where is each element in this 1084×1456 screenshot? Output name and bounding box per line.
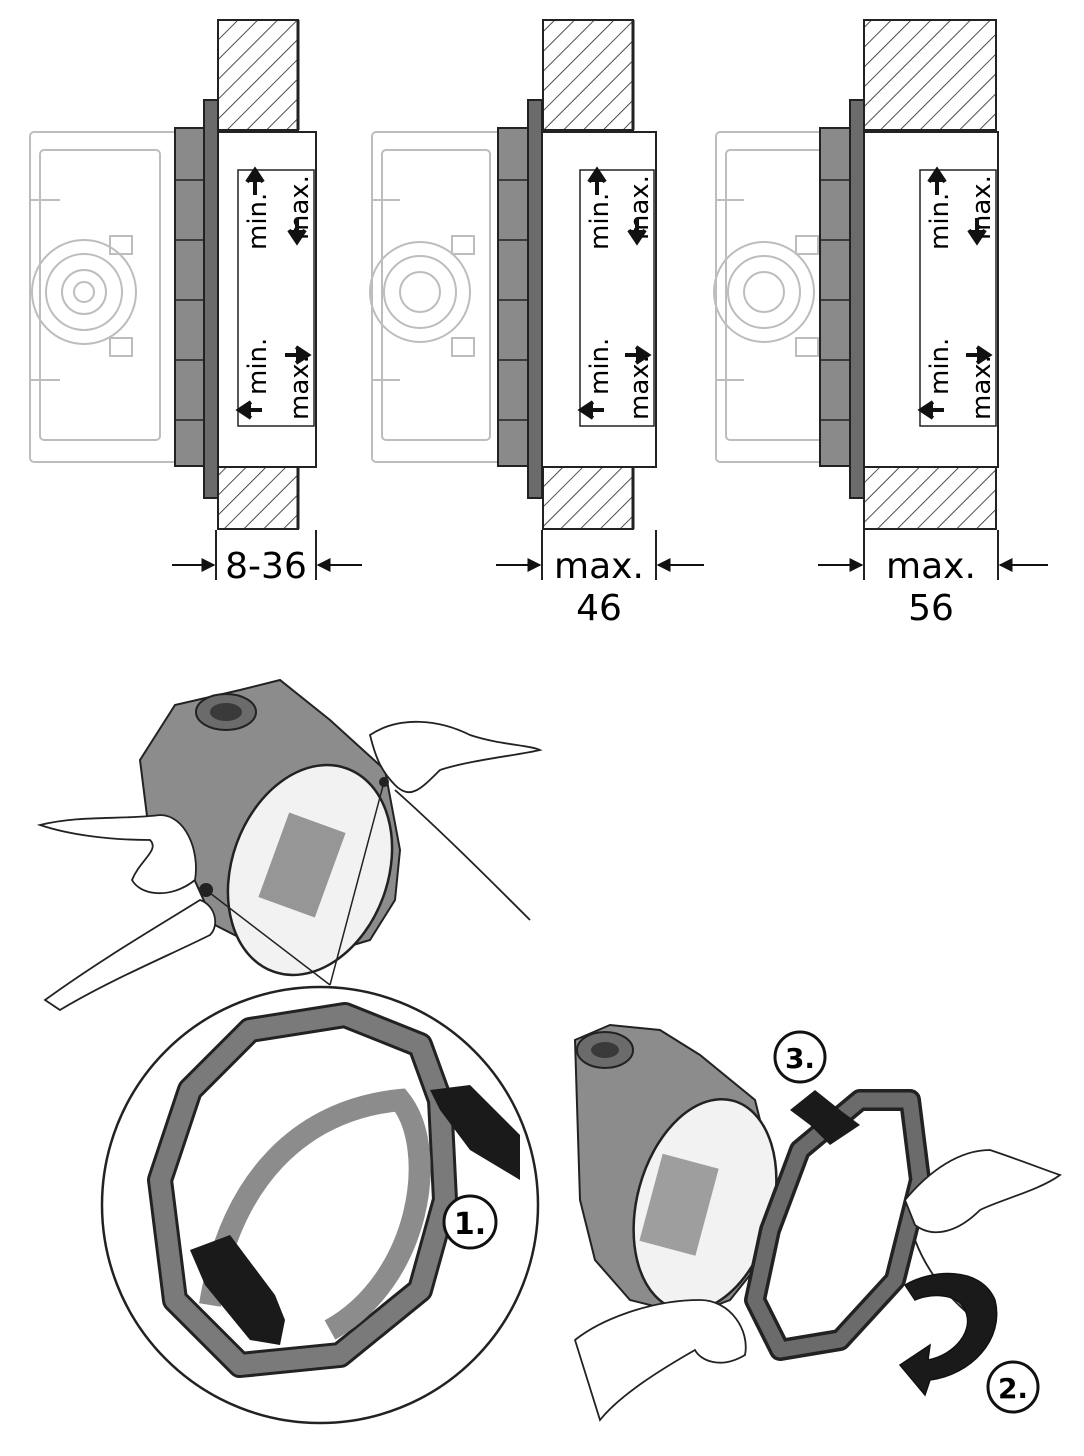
- arrow-left-icon: [917, 400, 944, 420]
- flange-ring: [849, 99, 865, 499]
- flange-ring: [527, 99, 543, 499]
- rotate-arrow-icon: [898, 1272, 998, 1397]
- left-hand: [36, 814, 197, 895]
- label-lower-right: max.: [967, 355, 997, 420]
- label-upper-left: min.: [585, 193, 615, 250]
- label-lower-right: max.: [625, 355, 655, 420]
- step-1-label: 1.: [454, 1207, 486, 1242]
- step-1-badge: [442, 1194, 498, 1250]
- ring-inner-band: [199, 1088, 431, 1340]
- hands-holding-valve-box: [36, 678, 543, 1012]
- wall-hatch-top: [542, 19, 634, 131]
- step-3-label: 3.: [785, 1042, 815, 1075]
- wall-hatch-top: [217, 19, 299, 131]
- arrow-down-icon: [287, 218, 307, 246]
- arrow-right-icon: [625, 345, 652, 365]
- wall-hatch-bottom: [217, 466, 299, 530]
- panel-wall-8-36: min. max. min. max. 8-36: [29, 19, 362, 587]
- label-card: [237, 169, 315, 427]
- right-hand: [903, 1149, 1062, 1234]
- wall-hatch-top: [863, 19, 997, 131]
- wall-hatch-bottom: [542, 466, 634, 530]
- arrow-right-icon: [966, 345, 993, 365]
- arrow-right-icon: [285, 345, 312, 365]
- push-arrow-icon: [190, 1235, 285, 1345]
- label-card: [919, 169, 997, 427]
- arrow-left-icon: [577, 400, 604, 420]
- valve-housing: [29, 131, 179, 463]
- label-upper-right: max.: [625, 175, 655, 240]
- dimension-value: 56: [908, 588, 954, 629]
- mounting-plate: [174, 127, 206, 467]
- arrow-left-icon: [235, 400, 262, 420]
- wall-hatch-bottom: [863, 466, 997, 530]
- label-upper-right: max.: [967, 175, 997, 240]
- detail-zoom-circle: 1.: [100, 985, 540, 1425]
- sticker-label: [639, 1153, 719, 1256]
- dimension-label: max.: [554, 546, 644, 587]
- label-lower-left: min.: [243, 338, 273, 395]
- step-2-label: 2.: [998, 1372, 1028, 1405]
- mounting-plate: [819, 127, 851, 467]
- arrow-up-icon: [927, 166, 947, 195]
- ring-removal-scene: 3. 2.: [573, 1023, 1062, 1422]
- left-arm: [43, 899, 217, 1012]
- arrow-down-icon: [627, 218, 647, 246]
- valve-housing: [369, 131, 503, 463]
- label-lower-left: min.: [585, 338, 615, 395]
- arrow-up-icon: [245, 166, 265, 195]
- label-lower-left: min.: [925, 338, 955, 395]
- label-lower-right: max.: [285, 355, 315, 420]
- flange-ring: [203, 99, 219, 499]
- dimension-value: 46: [576, 588, 622, 629]
- sticker-label: [258, 812, 346, 918]
- step-2-badge: [986, 1360, 1040, 1414]
- label-card: [579, 169, 655, 427]
- label-upper-right: max.: [285, 175, 315, 240]
- dimension-label: max.: [886, 546, 976, 587]
- right-hand: [368, 720, 543, 794]
- arrow-down-icon: [967, 218, 987, 246]
- left-hand: [573, 1299, 747, 1422]
- dimension-label: 8-36: [225, 546, 307, 587]
- push-arrow-icon: [430, 1085, 520, 1180]
- panel-wall-max-46: min. max. min. max. max. 46: [369, 19, 704, 629]
- panel-wall-max-56: min. max. min. max. max. 56: [713, 19, 1048, 629]
- label-upper-left: min.: [925, 193, 955, 250]
- pull-arrow-icon: [790, 1090, 860, 1145]
- arrow-up-icon: [587, 166, 607, 195]
- label-upper-left: min.: [243, 193, 273, 250]
- mounting-plate: [497, 127, 529, 467]
- step-3-badge: [773, 1030, 827, 1084]
